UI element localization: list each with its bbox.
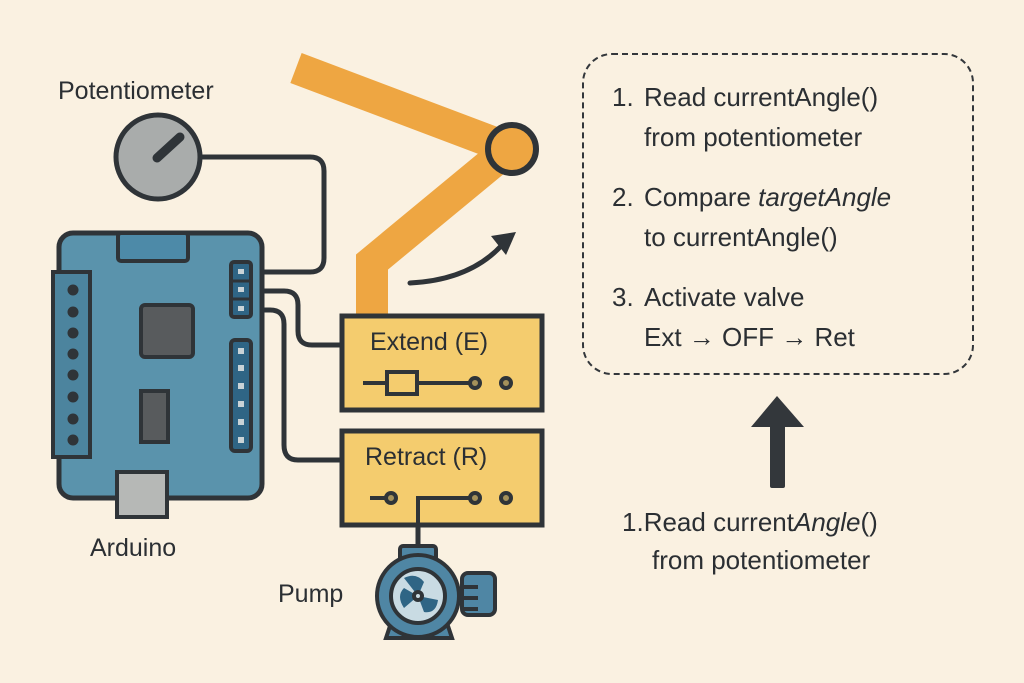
wire-pot-to-arduino xyxy=(197,154,327,275)
step-number: 3. xyxy=(612,282,634,312)
note-text-italic: Angle xyxy=(794,507,861,537)
extend-relay xyxy=(339,313,545,413)
note-number: 1. xyxy=(622,507,644,537)
retract-relay xyxy=(339,428,545,530)
step-text-continued: from potentiometer xyxy=(644,122,863,152)
step-number: 1. xyxy=(612,82,634,112)
step-text-italic: targetAngle xyxy=(758,182,892,212)
motion-arrow-icon xyxy=(407,232,516,286)
arm-upper-segment xyxy=(290,53,514,163)
arm-lower-segment xyxy=(356,135,521,320)
retract-relay-label: Retract (R) xyxy=(365,443,488,471)
note-text-suffix: () xyxy=(860,507,878,537)
step-text: Compare xyxy=(644,182,759,212)
extend-relay-label: Extend (E) xyxy=(370,328,489,356)
step-number: 2. xyxy=(612,182,634,212)
wire-arduino-to-extend xyxy=(249,288,345,348)
step-2: 2. Compare targetAngle to currentAngle() xyxy=(612,177,891,257)
step-1: 1. Read currentAngle() from potentiometer xyxy=(612,77,878,157)
step-text-continued: to currentAngle() xyxy=(644,222,838,252)
robot-arm xyxy=(290,53,539,320)
arduino-board-icon xyxy=(51,230,265,519)
potentiometer-label: Potentiometer xyxy=(58,77,214,105)
switch-symbol-icon xyxy=(370,491,513,530)
step-text: Read currentAngle() xyxy=(644,82,879,112)
potentiometer-icon xyxy=(113,112,203,202)
pump-icon xyxy=(375,544,497,640)
step-3: 3. Activate valve Ext → OFF → Ret xyxy=(612,277,855,357)
arduino-label: Arduino xyxy=(90,534,177,562)
up-arrow-icon xyxy=(751,396,804,488)
note-text-continued: from potentiometer xyxy=(652,545,871,575)
arm-joint xyxy=(485,122,539,176)
step-text: Activate valve xyxy=(644,282,805,312)
algorithm-steps-box: 1. Read currentAngle() from potentiometer… xyxy=(582,53,974,375)
bottom-note: 1.Read currentAngle() from potentiometer xyxy=(622,503,962,579)
pump-label: Pump xyxy=(278,580,344,608)
solenoid-symbol-icon xyxy=(363,370,513,396)
note-text: Read current xyxy=(643,507,794,537)
step-text-continued: Ext → OFF → Ret xyxy=(644,322,855,352)
wire-arduino-to-retract xyxy=(249,307,345,463)
